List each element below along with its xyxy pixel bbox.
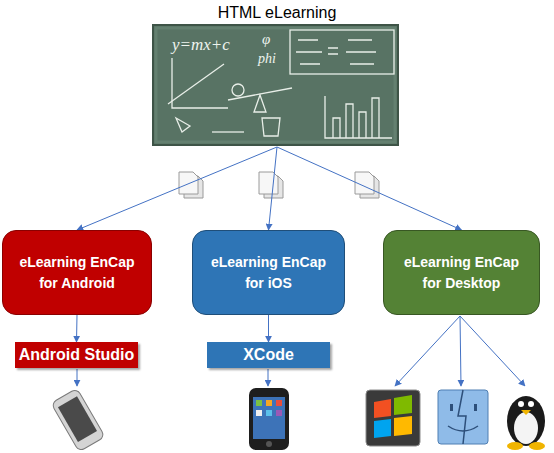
tool-text: XCode	[243, 346, 294, 364]
document-page	[259, 172, 278, 194]
box-text: eLearning EnCap for Android	[19, 252, 135, 294]
document-icon	[259, 172, 283, 198]
chalk-seesaw-pivot	[254, 95, 266, 112]
document-page	[179, 172, 198, 194]
chalk-axes	[172, 58, 228, 108]
leader-arrow	[460, 316, 525, 386]
iphone-app	[256, 400, 262, 406]
chalk-triangle	[176, 118, 190, 132]
chalkboard	[153, 25, 398, 145]
chalk-formula-bars	[296, 48, 376, 54]
android-phone-icon	[51, 388, 105, 451]
document-page	[355, 172, 374, 194]
chalk-formula-terms	[298, 40, 374, 64]
windows-pane	[394, 416, 412, 436]
document-icon	[355, 172, 379, 198]
penguin-beak	[521, 410, 531, 415]
chalk-chart-axes	[325, 96, 392, 138]
leader-arrow	[268, 369, 269, 386]
leader-arrow	[395, 316, 460, 386]
penguin-body	[507, 396, 545, 446]
leader-arrow	[460, 316, 461, 386]
leader-arrows	[77, 316, 525, 386]
iphone-icon	[249, 388, 289, 450]
penguin-foot	[529, 442, 545, 450]
penguin-belly	[514, 412, 538, 444]
chalk-text: y=mx+c	[172, 36, 230, 53]
platform-box: eLearning EnCap for iOS	[192, 230, 345, 315]
chalk-formula-box	[290, 30, 394, 74]
iphone-app	[276, 410, 282, 416]
tool-text: Android Studio	[19, 346, 135, 364]
chalk-text: φ	[262, 32, 270, 47]
chalk-bar-chart	[333, 98, 379, 138]
platform-box: eLearning EnCap for Desktop	[383, 230, 540, 315]
windows-pane	[394, 395, 412, 415]
penguin-eye	[528, 401, 534, 407]
phone-body	[51, 388, 105, 451]
iphone-home-button	[266, 441, 272, 447]
connector-arrow	[277, 147, 462, 230]
chalkboard-node: HTML eLearning	[150, 4, 404, 147]
tool-label: Android Studio	[15, 342, 138, 368]
connector-arrow	[268, 315, 269, 342]
chalk-scribble	[212, 131, 244, 132]
leader-arrow	[77, 369, 78, 386]
finder-face	[438, 390, 488, 444]
windows-icon	[366, 390, 420, 446]
diagram-title: HTML eLearning	[218, 4, 337, 22]
iphone-app	[266, 400, 272, 406]
box-text: eLearning EnCap for iOS	[209, 252, 328, 294]
chalk-circle	[232, 84, 244, 96]
windows-pane	[374, 399, 391, 418]
connector-arrow	[77, 147, 277, 230]
windows-frame	[366, 390, 420, 446]
document-icon	[179, 172, 203, 198]
phone-screen	[58, 396, 97, 442]
finder-profile	[458, 390, 466, 444]
connector-arrow	[76, 315, 78, 342]
chalk-text: phi	[258, 52, 276, 66]
iphone-app	[276, 400, 282, 406]
finder-eye	[474, 404, 477, 411]
platform-box: eLearning EnCap for Android	[2, 230, 152, 315]
finder-eye	[450, 404, 453, 411]
finder-icon	[438, 390, 488, 444]
chalkboard-sheen	[156, 28, 395, 142]
chalk-line	[168, 64, 224, 104]
connector-arrow	[269, 147, 278, 230]
chalk-drawing	[168, 30, 394, 138]
penguin-eye	[518, 401, 524, 407]
linux-penguin-icon	[507, 396, 545, 450]
windows-pane	[374, 419, 391, 438]
iphone-app	[266, 410, 272, 416]
penguin-foot	[507, 442, 523, 450]
box-text: eLearning EnCap for Desktop	[400, 252, 523, 294]
tool-label: XCode	[207, 342, 330, 368]
iphone-body	[249, 388, 289, 450]
finder-smile	[448, 426, 478, 431]
iphone-app	[256, 410, 262, 416]
iphone-screen	[253, 397, 285, 439]
chalk-cup	[262, 118, 280, 136]
